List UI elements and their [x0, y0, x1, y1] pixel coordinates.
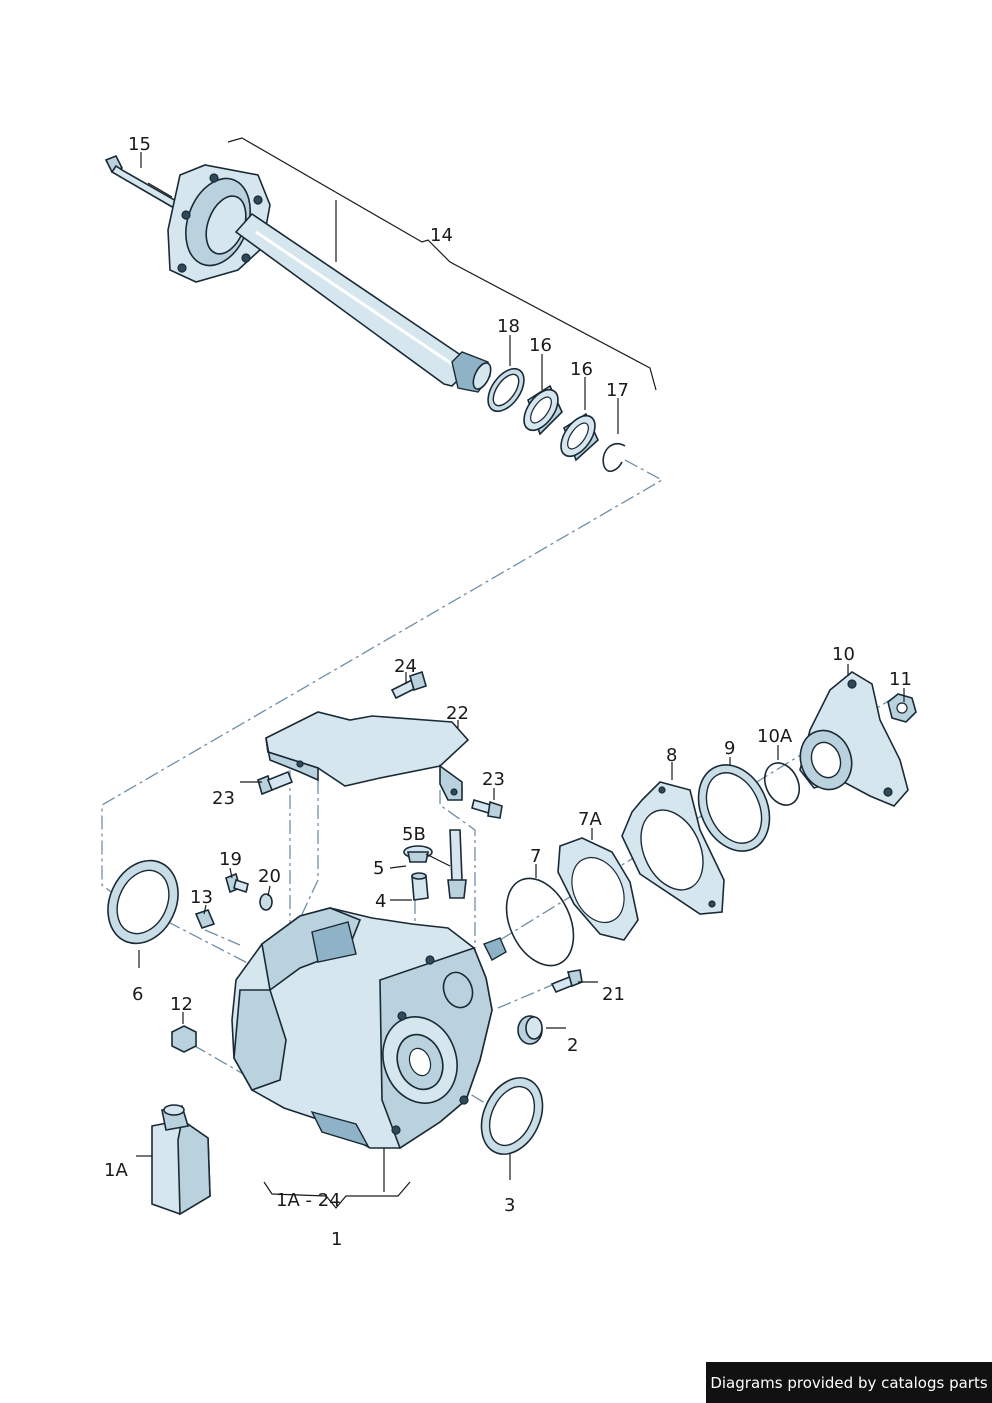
- part-4-sleeve: [411, 872, 429, 901]
- callout-8: 8: [666, 745, 677, 766]
- part-5-cap: [403, 845, 433, 863]
- callout-23-left: 23: [212, 788, 235, 809]
- part-22-heat-shield: [265, 711, 470, 801]
- callout-7A: 7A: [578, 809, 602, 830]
- callout-10A: 10A: [757, 726, 793, 747]
- callout-22: 22: [446, 703, 469, 724]
- callout-21: 21: [602, 984, 625, 1005]
- part-9-seal: [697, 764, 771, 852]
- part-19-bleed-valve: [225, 872, 249, 894]
- credit-banner: Diagrams provided by catalogs parts: [706, 1362, 992, 1403]
- part-11-nut: [887, 693, 917, 723]
- callout-18: 18: [497, 316, 520, 337]
- part-23-bolt-right: [471, 798, 503, 819]
- callout-9: 9: [724, 738, 735, 759]
- part-17-circlip: [602, 442, 626, 473]
- callout-6: 6: [132, 984, 143, 1005]
- callout-11: 11: [889, 669, 912, 690]
- callout-7: 7: [530, 846, 541, 867]
- part-16-needle-bearing-a: [523, 384, 563, 436]
- part-12-drain-plug: [171, 1025, 197, 1053]
- leader-lines: [136, 137, 905, 1209]
- callout-15: 15: [128, 134, 151, 155]
- callout-16b: 16: [570, 359, 593, 380]
- part-14-drive-shaft: [167, 164, 492, 393]
- callout-2: 2: [567, 1035, 578, 1056]
- callout-1A-24: 1A - 24: [276, 1190, 341, 1211]
- part-3-seal: [480, 1077, 544, 1155]
- callout-17: 17: [606, 380, 629, 401]
- callout-13: 13: [190, 887, 213, 908]
- part-2-cap: [517, 1015, 543, 1045]
- part-13-plug: [194, 909, 216, 929]
- part-5B-stud: [447, 829, 467, 899]
- part-1-housing: [231, 907, 507, 1150]
- callout-5B: 5B: [402, 824, 426, 845]
- part-1A-oil-bottle: [151, 1104, 211, 1216]
- callout-16a: 16: [529, 335, 552, 356]
- callout-labels: 15 14 18 16 16 17 24 22 23 23 10 11 10A …: [104, 134, 912, 1250]
- callout-4: 4: [375, 891, 386, 912]
- callout-19: 19: [219, 849, 242, 870]
- callout-5: 5: [373, 858, 384, 879]
- part-6-seal: [107, 859, 179, 945]
- part-10A-ring: [763, 762, 801, 806]
- callout-24: 24: [394, 656, 417, 677]
- part-8-cover-plate: [621, 781, 725, 915]
- callout-3: 3: [504, 1195, 515, 1216]
- part-15-bolt: [104, 154, 180, 210]
- part-10-flange: [799, 671, 909, 807]
- part-21-bolt: [550, 969, 583, 994]
- callout-12: 12: [170, 994, 193, 1015]
- callout-20: 20: [258, 866, 281, 887]
- part-7A-gasket: [557, 837, 639, 941]
- callout-14: 14: [430, 225, 453, 246]
- part-20-washer: [259, 893, 273, 911]
- part-18-ring: [487, 367, 525, 413]
- callout-10: 10: [832, 644, 855, 665]
- callout-1A: 1A: [104, 1160, 128, 1181]
- part-23-bolt-left: [257, 770, 294, 796]
- callout-23-right: 23: [482, 769, 505, 790]
- part-24-bolt: [390, 670, 427, 700]
- part-7-o-ring: [505, 877, 575, 967]
- callout-1: 1: [331, 1229, 342, 1250]
- part-16-needle-bearing-b: [560, 412, 599, 462]
